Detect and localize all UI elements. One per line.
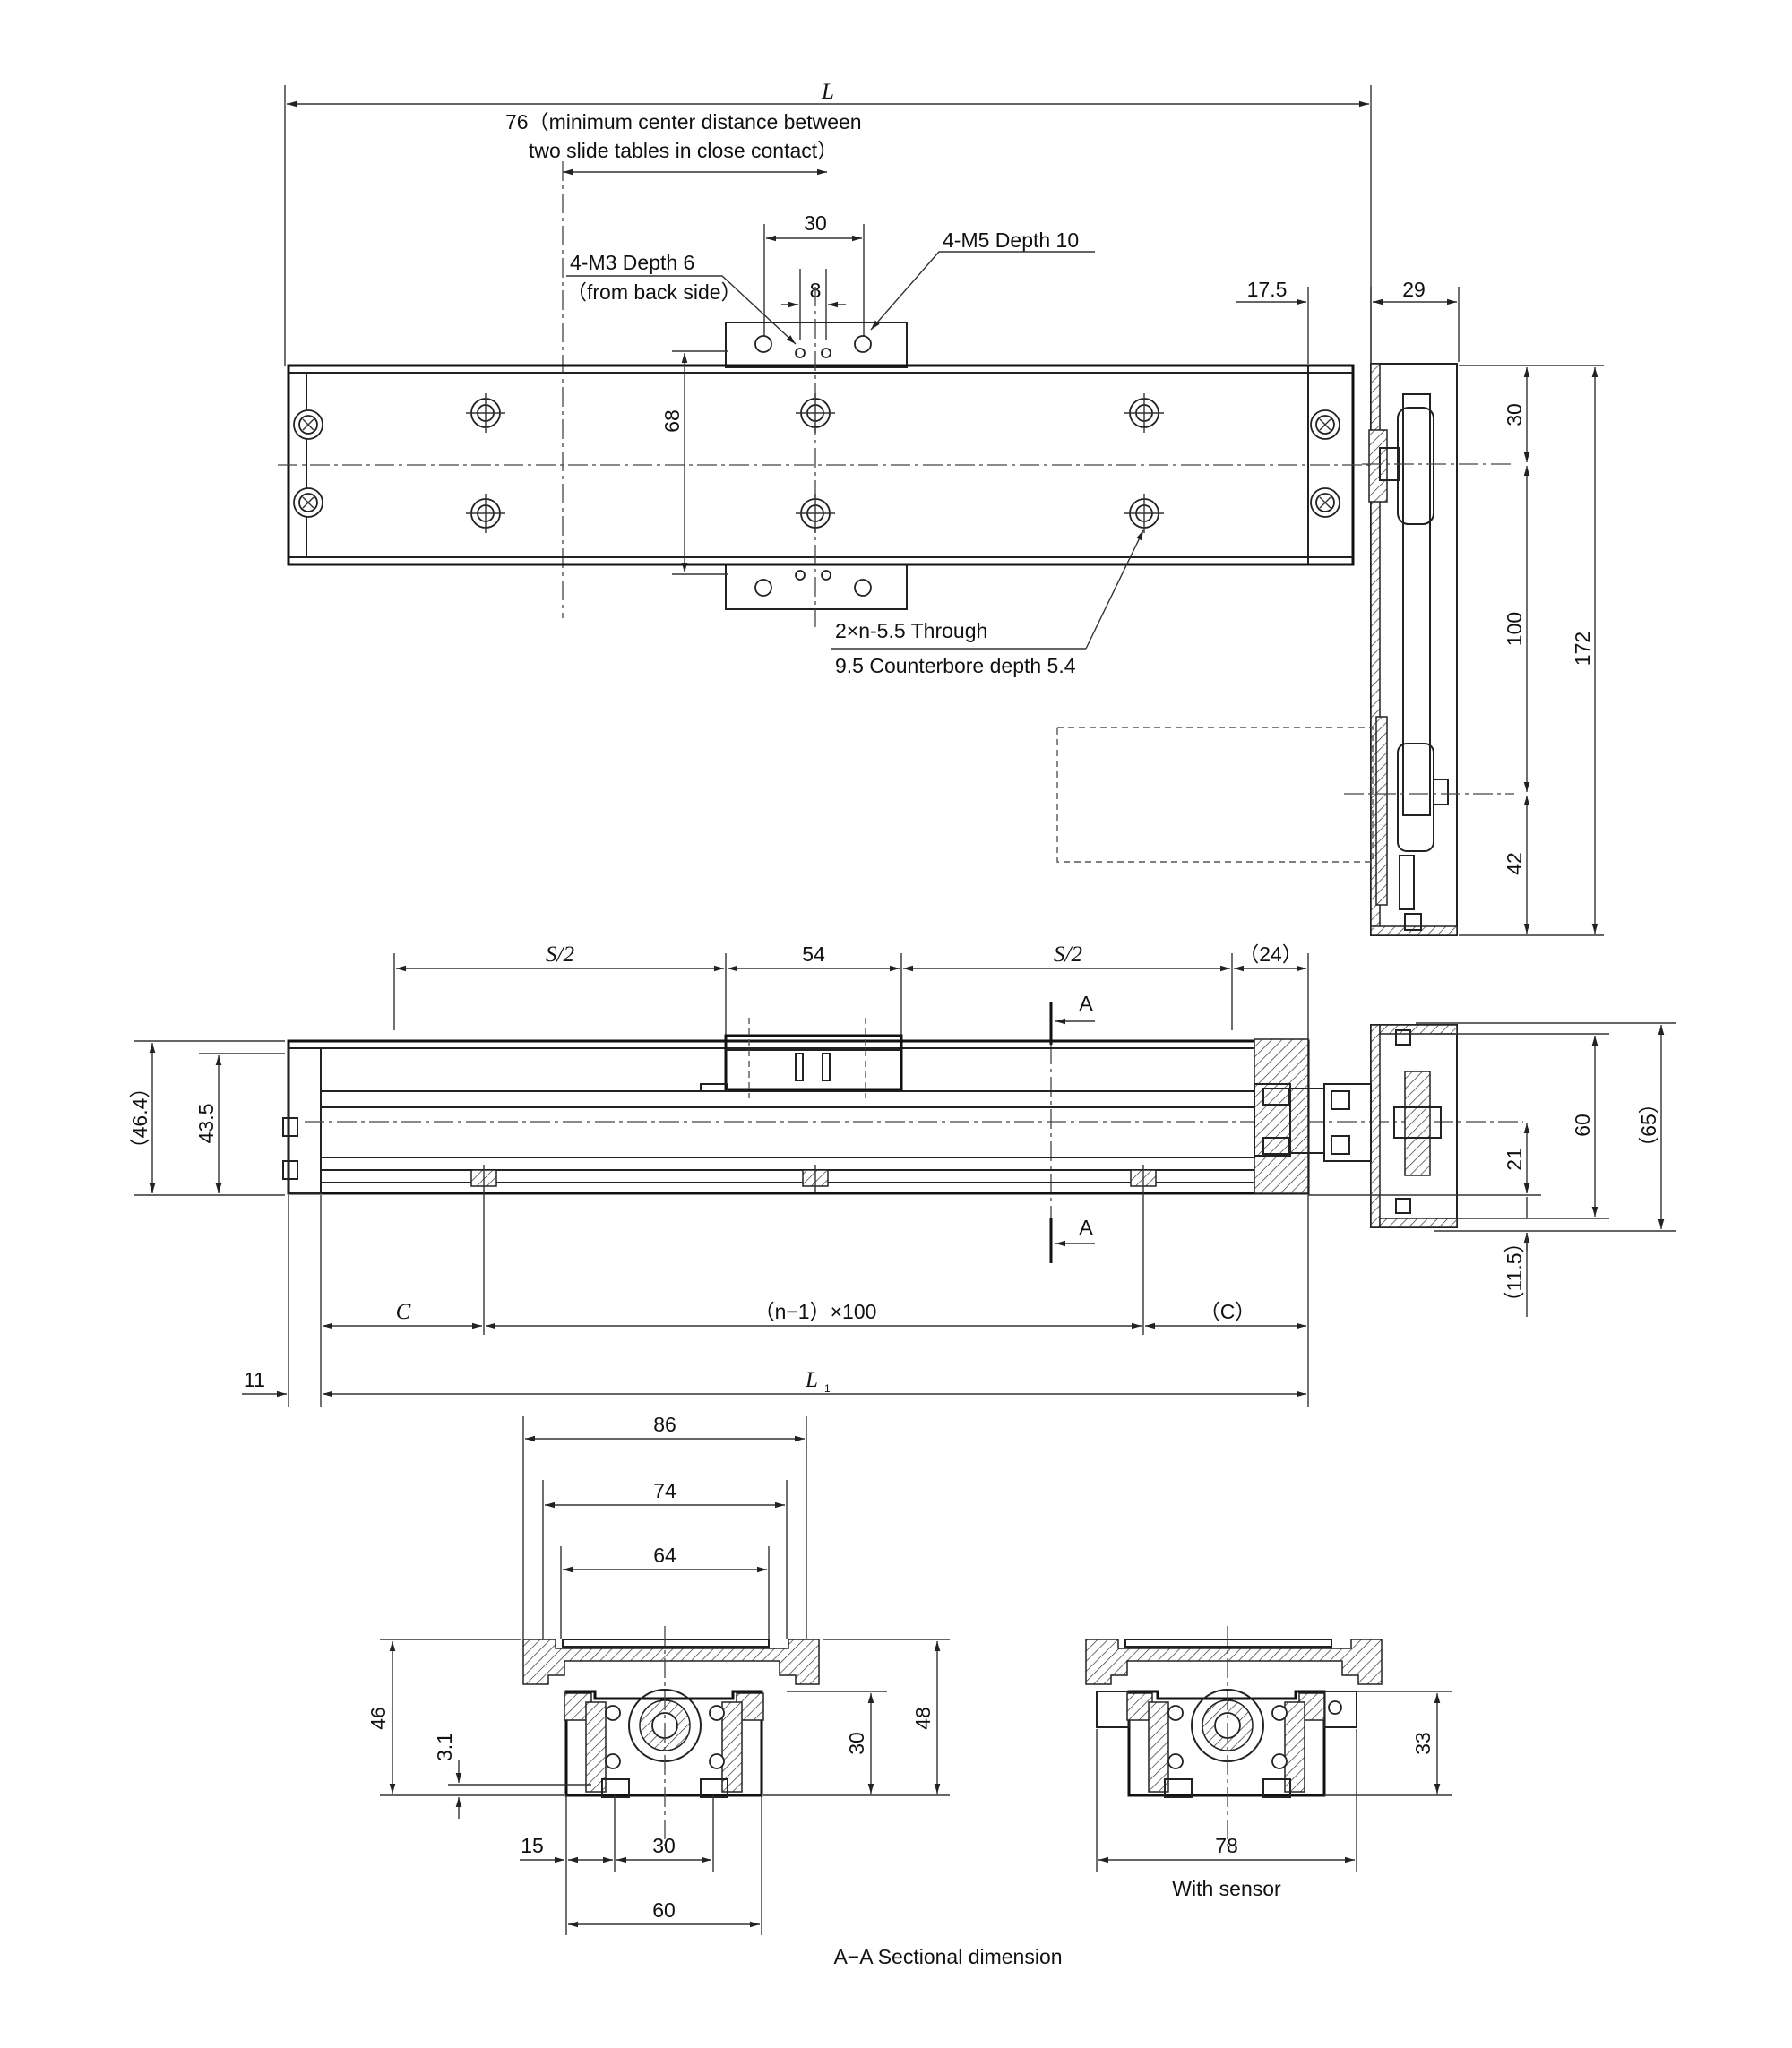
dim-L1: L [805,1368,818,1392]
dim-s2-left: S/2 [546,942,574,967]
dim-17-5: 17.5 [1247,278,1288,301]
top-view: L 76（minimum center distance between two… [278,80,1604,936]
dim-54: 54 [802,942,825,966]
dim-30-right: 30 [1503,403,1526,426]
dim-29: 29 [1402,278,1426,301]
dim-60-right: 60 [1571,1114,1594,1137]
dim-L1-sub: 1 [824,1382,831,1395]
dim-48: 48 [911,1707,935,1730]
section-a-top: A [1079,992,1093,1015]
dim-30-top: 30 [804,211,827,235]
dim-L: L [821,80,834,104]
dim-30-section: 30 [845,1732,868,1755]
dim-21: 21 [1503,1148,1526,1171]
label-through-line2: 9.5 Counterbore depth 5.4 [835,654,1076,677]
dim-11-5: （11.5） [1503,1232,1526,1312]
dim-46: 46 [366,1707,390,1730]
dim-C-paren: （C） [1200,1300,1256,1323]
dim-3-1: 3.1 [433,1733,456,1761]
section-view: 86 74 64 46 3.1 30 48 [366,1413,950,1935]
dim-172: 172 [1571,632,1594,666]
dim-n-100: （n−1）×100 [754,1300,877,1323]
dim-64: 64 [653,1544,676,1567]
side-view: S/2 54 S/2 （24） A A [128,942,1676,1407]
dim-68: 68 [660,409,684,433]
dim-100: 100 [1503,612,1526,646]
dim-42: 42 [1503,852,1526,875]
dim-24: （24） [1238,942,1303,966]
caption-section: A−A Sectional dimension [833,1945,1062,1968]
dim-C: C [396,1300,411,1324]
label-m5: 4-M5 Depth 10 [943,228,1079,252]
dim-11: 11 [244,1368,265,1391]
dim-30-bottom: 30 [652,1834,676,1857]
label-m3-line2: （from back side） [566,280,742,304]
label-m3-line1: 4-M3 Depth 6 [570,251,694,274]
dim-86: 86 [653,1413,676,1436]
dim-46-4: （46.4） [128,1078,151,1159]
label-through-line1: 2×n-5.5 Through [835,619,987,642]
dim-65: （65） [1637,1093,1660,1157]
dim-s2-right: S/2 [1054,942,1082,967]
dim-min-center-line2: two slide tables in close contact） [529,139,838,162]
dim-43-5: 43.5 [194,1104,218,1144]
label-with-sensor: With sensor [1172,1877,1281,1900]
section-a-bottom: A [1079,1216,1093,1239]
dim-60-bottom: 60 [652,1898,676,1922]
dim-15: 15 [521,1834,544,1857]
dim-78: 78 [1215,1834,1238,1857]
dim-min-center-line1: 76（minimum center distance between [505,110,862,133]
dim-74: 74 [653,1479,676,1502]
with-sensor-view: 33 78 With sensor [1085,1626,1452,1900]
dim-33: 33 [1411,1732,1434,1755]
